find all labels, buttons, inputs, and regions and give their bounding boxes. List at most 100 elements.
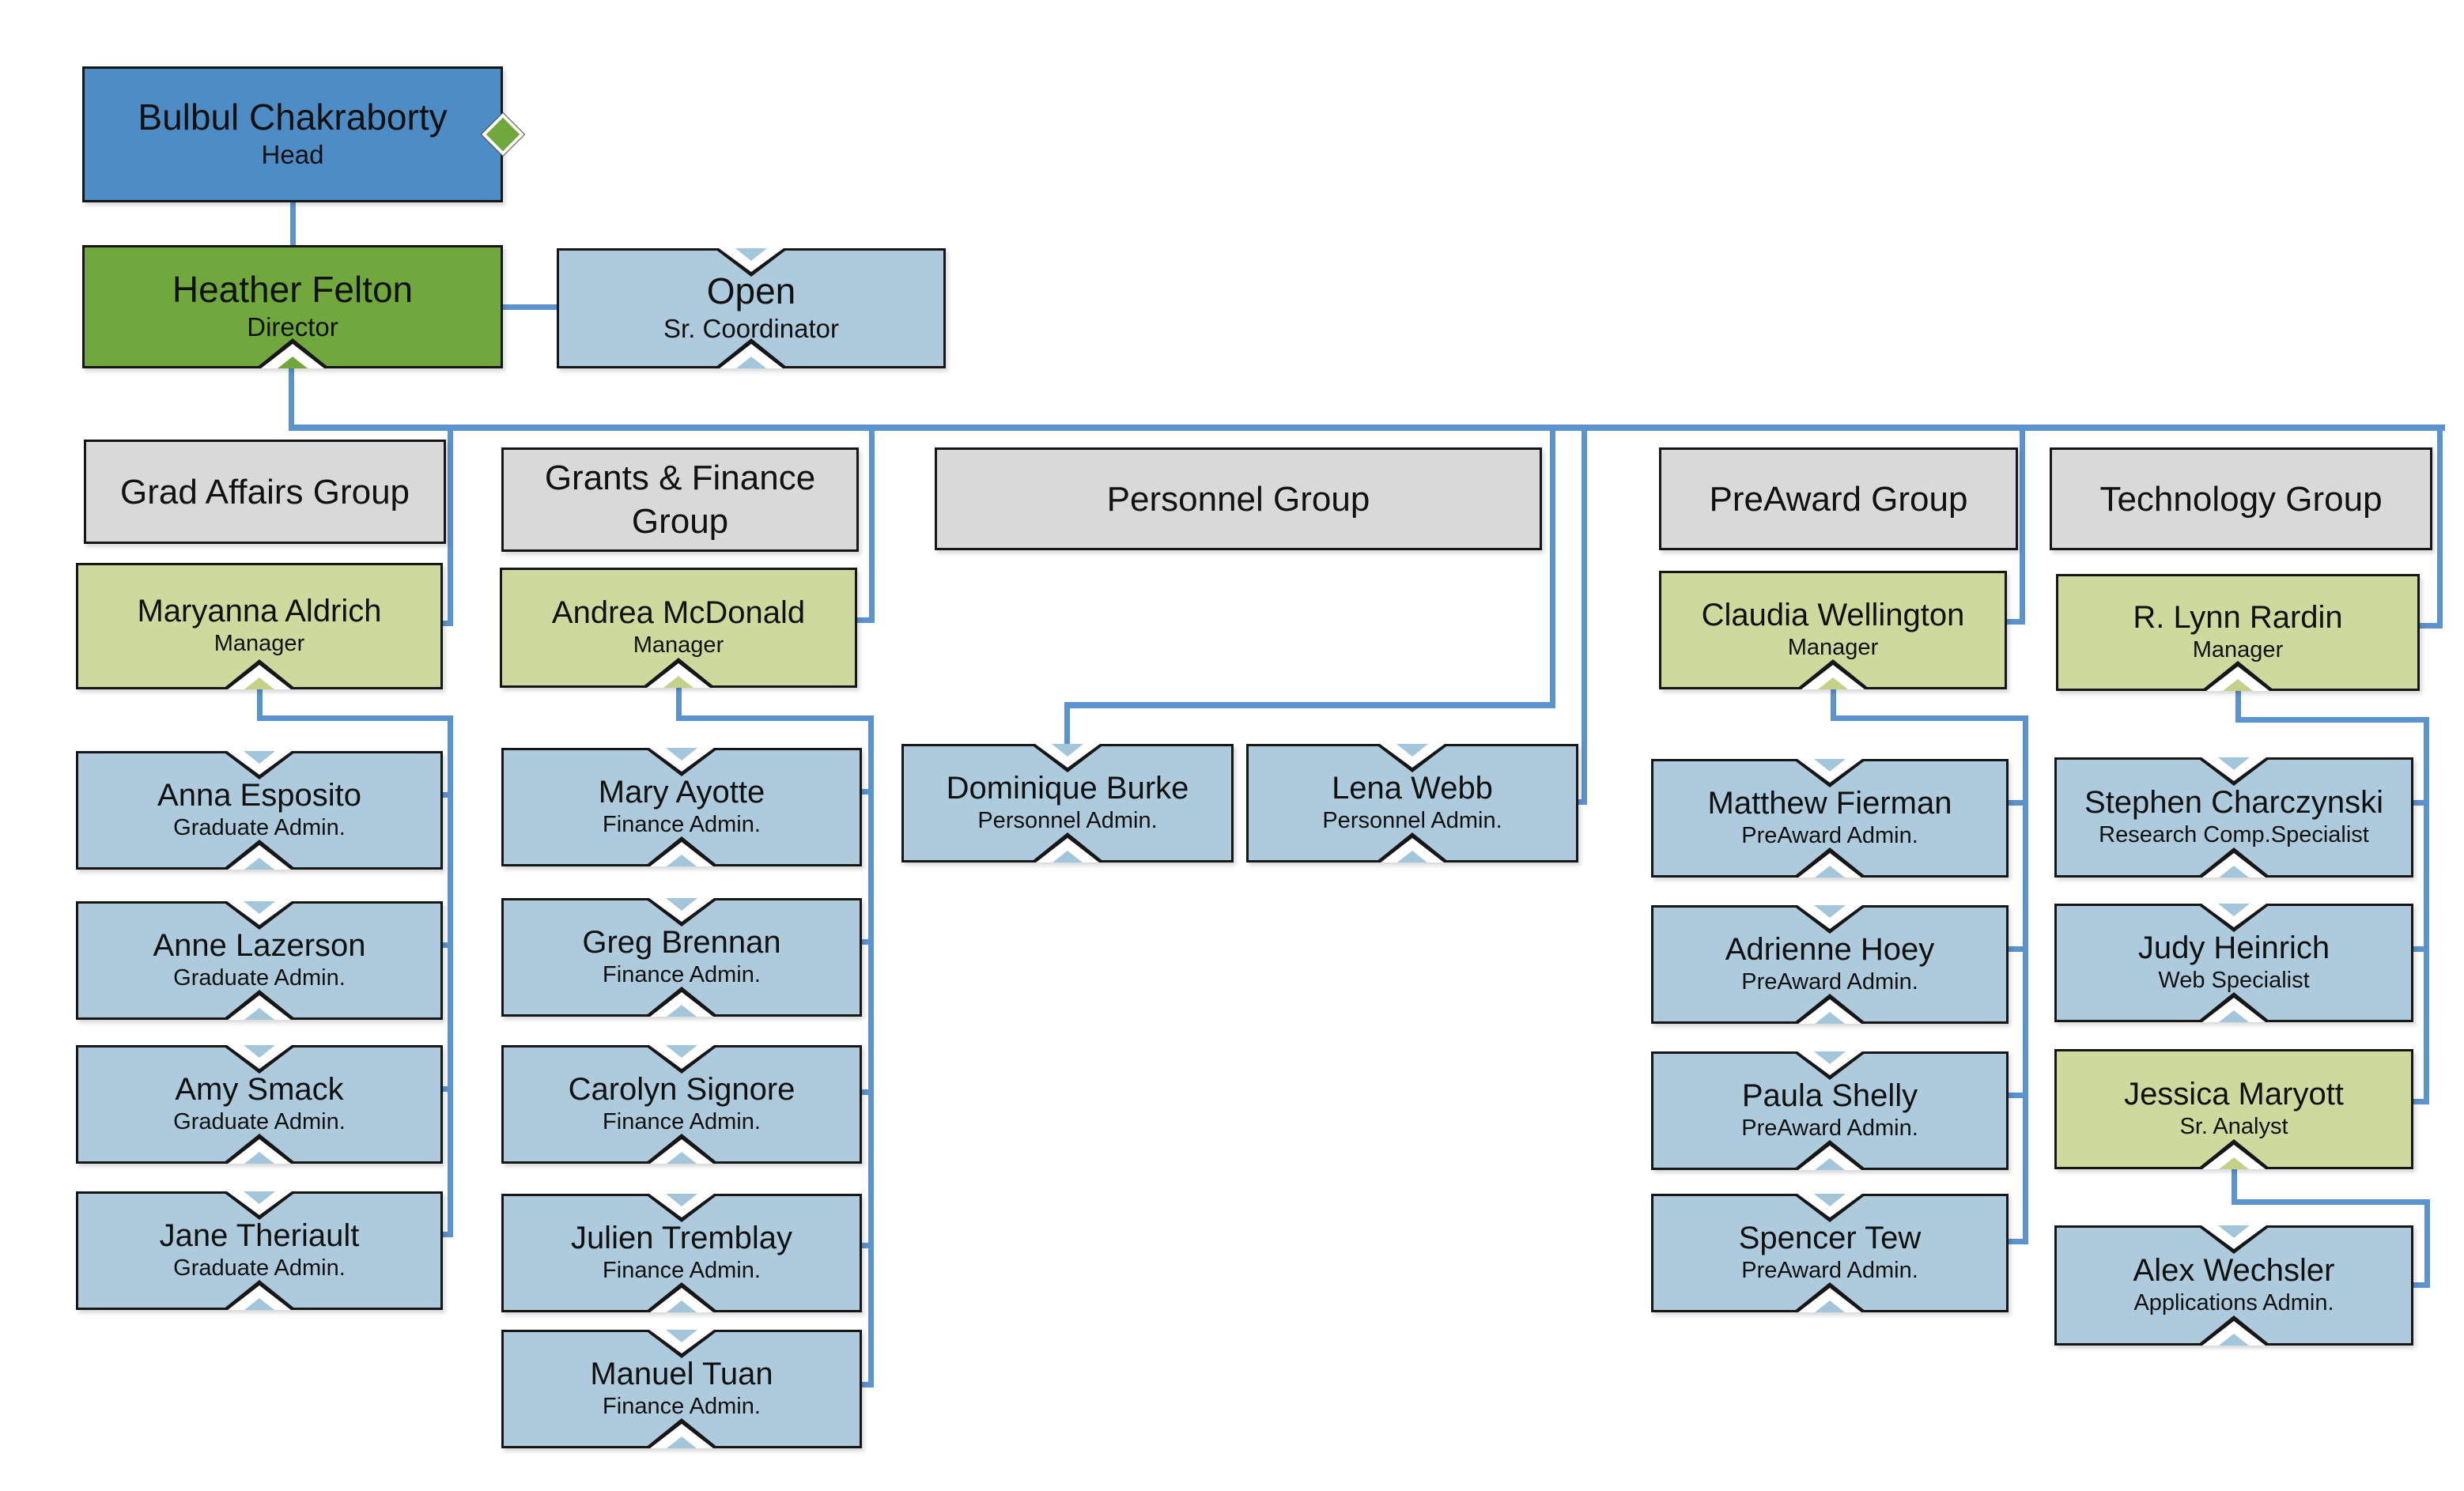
node-amy-smack[interactable]: Amy Smack Graduate Admin. bbox=[76, 1045, 443, 1164]
node-manuel-tuan[interactable]: Manuel Tuan Finance Admin. bbox=[501, 1330, 862, 1448]
collapse-chevron-icon bbox=[2194, 757, 2273, 786]
collapse-chevron-icon bbox=[1790, 1051, 1869, 1080]
collapse-chevron-icon bbox=[1028, 832, 1107, 863]
connector-segment bbox=[438, 792, 453, 798]
connector-segment bbox=[289, 368, 294, 430]
person-name: Anne Lazerson bbox=[153, 928, 366, 964]
connector-segment bbox=[2424, 717, 2429, 1104]
person-name: Carolyn Signore bbox=[568, 1072, 796, 1108]
node-maryanna-aldrich[interactable]: Maryanna Aldrich Manager bbox=[76, 563, 443, 689]
node-adrienne-hoey[interactable]: Adrienne Hoey PreAward Admin. bbox=[1651, 905, 2009, 1024]
group-header-technology[interactable]: Technology Group bbox=[2050, 447, 2432, 550]
node-bulbul-chakraborty[interactable]: Bulbul Chakraborty Head bbox=[82, 66, 524, 202]
collapse-chevron-icon bbox=[2194, 847, 2273, 878]
person-title: Head bbox=[261, 140, 324, 169]
person-title: Web Specialist bbox=[2158, 968, 2310, 994]
node-judy-heinrich[interactable]: Judy Heinrich Web Specialist bbox=[2054, 904, 2413, 1022]
person-title: Graduate Admin. bbox=[173, 815, 346, 841]
collapse-chevron-icon bbox=[220, 659, 299, 689]
connector-segment bbox=[289, 425, 2445, 431]
collapse-chevron-icon bbox=[2194, 1315, 2273, 1346]
person-title: PreAward Admin. bbox=[1741, 969, 1918, 995]
node-mary-ayotte[interactable]: Mary Ayotte Finance Admin. bbox=[501, 748, 862, 866]
collapse-chevron-icon bbox=[2194, 992, 2273, 1022]
node-jessica-maryott[interactable]: Jessica Maryott Sr. Analyst bbox=[2054, 1049, 2413, 1169]
person-title: Manager bbox=[2192, 637, 2284, 663]
node-open-sr-coordinator[interactable]: Open Sr. Coordinator bbox=[557, 248, 946, 368]
collapse-chevron-icon bbox=[220, 1045, 299, 1074]
connector-segment bbox=[257, 687, 263, 720]
collapse-chevron-icon bbox=[220, 1280, 299, 1310]
person-name: Jessica Maryott bbox=[2124, 1077, 2344, 1112]
person-name: Lena Webb bbox=[1332, 771, 1493, 806]
node-dominique-burke[interactable]: Dominique Burke Personnel Admin. bbox=[901, 744, 1234, 863]
person-title: Finance Admin. bbox=[603, 812, 761, 838]
node-stephen-charczynski[interactable]: Stephen Charczynski Research Comp.Specia… bbox=[2054, 757, 2413, 878]
connector-segment bbox=[1550, 431, 1555, 708]
collapse-chevron-icon bbox=[220, 751, 299, 779]
group-header-grants-finance[interactable]: Grants & Finance Group bbox=[501, 447, 859, 552]
connector-segment bbox=[2416, 623, 2443, 628]
person-title: PreAward Admin. bbox=[1741, 823, 1918, 849]
collapse-chevron-icon bbox=[642, 987, 721, 1017]
node-claudia-wellington[interactable]: Claudia Wellington Manager bbox=[1659, 571, 2007, 689]
person-title: Sr. Analyst bbox=[2179, 1114, 2288, 1140]
group-header-grad-affairs[interactable]: Grad Affairs Group bbox=[84, 440, 446, 544]
collapse-chevron-icon bbox=[220, 1134, 299, 1164]
collapse-chevron-icon bbox=[1790, 759, 1869, 787]
node-anne-lazerson[interactable]: Anne Lazerson Graduate Admin. bbox=[76, 901, 443, 1020]
person-title: Research Comp.Specialist bbox=[2099, 822, 2369, 848]
connector-segment bbox=[676, 715, 874, 721]
collapse-chevron-icon bbox=[642, 1134, 721, 1164]
node-anna-esposito[interactable]: Anna Esposito Graduate Admin. bbox=[76, 751, 443, 870]
connector-segment bbox=[2424, 1199, 2430, 1288]
connector-segment bbox=[1064, 702, 1070, 746]
person-name: Manuel Tuan bbox=[590, 1357, 773, 1392]
person-title: Finance Admin. bbox=[603, 962, 761, 988]
person-title: Sr. Coordinator bbox=[663, 314, 839, 343]
connector-segment bbox=[852, 1382, 874, 1387]
collapse-chevron-icon bbox=[2194, 904, 2273, 932]
connector-segment bbox=[852, 789, 874, 795]
connector-segment bbox=[2007, 1093, 2028, 1098]
group-header-preaward[interactable]: PreAward Group bbox=[1659, 447, 2018, 550]
node-r-lynn-rardin[interactable]: R. Lynn Rardin Manager bbox=[2056, 574, 2420, 691]
connector-segment bbox=[2007, 1239, 2028, 1244]
connector-segment bbox=[438, 942, 453, 948]
person-name: Anna Esposito bbox=[157, 778, 361, 813]
connector-segment bbox=[852, 1089, 874, 1095]
person-name: Amy Smack bbox=[175, 1072, 344, 1108]
connector-segment bbox=[2409, 946, 2429, 952]
person-title: Personnel Admin. bbox=[1322, 808, 1502, 834]
node-greg-brennan[interactable]: Greg Brennan Finance Admin. bbox=[501, 898, 862, 1017]
node-carolyn-signore[interactable]: Carolyn Signore Finance Admin. bbox=[501, 1045, 862, 1164]
node-matthew-fierman[interactable]: Matthew Fierman PreAward Admin. bbox=[1651, 759, 2009, 878]
connector-segment bbox=[852, 1243, 874, 1248]
node-paula-shelly[interactable]: Paula Shelly PreAward Admin. bbox=[1651, 1051, 2009, 1170]
group-label: Personnel Group bbox=[1106, 479, 1370, 519]
person-title: Finance Admin. bbox=[603, 1258, 761, 1284]
connector-segment bbox=[852, 939, 874, 945]
node-jane-theriault[interactable]: Jane Theriault Graduate Admin. bbox=[76, 1191, 443, 1310]
connector-segment bbox=[438, 1232, 453, 1237]
node-spencer-tew[interactable]: Spencer Tew PreAward Admin. bbox=[1651, 1194, 2009, 1312]
node-julien-tremblay[interactable]: Julien Tremblay Finance Admin. bbox=[501, 1194, 862, 1312]
node-lena-webb[interactable]: Lena Webb Personnel Admin. bbox=[1246, 744, 1578, 863]
connector-segment bbox=[1831, 687, 1836, 720]
node-heather-felton[interactable]: Heather Felton Director bbox=[82, 245, 503, 368]
person-title: Applications Admin. bbox=[2133, 1290, 2334, 1316]
collapse-chevron-icon bbox=[220, 901, 299, 930]
collapse-chevron-icon bbox=[2194, 1225, 2273, 1254]
collapse-chevron-icon bbox=[639, 658, 718, 688]
collapse-chevron-icon bbox=[2194, 1139, 2273, 1169]
connector-segment bbox=[2020, 431, 2025, 625]
group-header-personnel[interactable]: Personnel Group bbox=[935, 447, 1542, 550]
node-andrea-mcdonald[interactable]: Andrea McDonald Manager bbox=[500, 568, 857, 688]
collapse-chevron-icon bbox=[642, 1194, 721, 1222]
connector-segment bbox=[503, 304, 557, 310]
node-alex-wechsler[interactable]: Alex Wechsler Applications Admin. bbox=[2054, 1225, 2413, 1346]
connector-segment bbox=[854, 617, 875, 623]
person-title: PreAward Admin. bbox=[1741, 1115, 1918, 1142]
person-name: Julien Tremblay bbox=[570, 1221, 793, 1256]
